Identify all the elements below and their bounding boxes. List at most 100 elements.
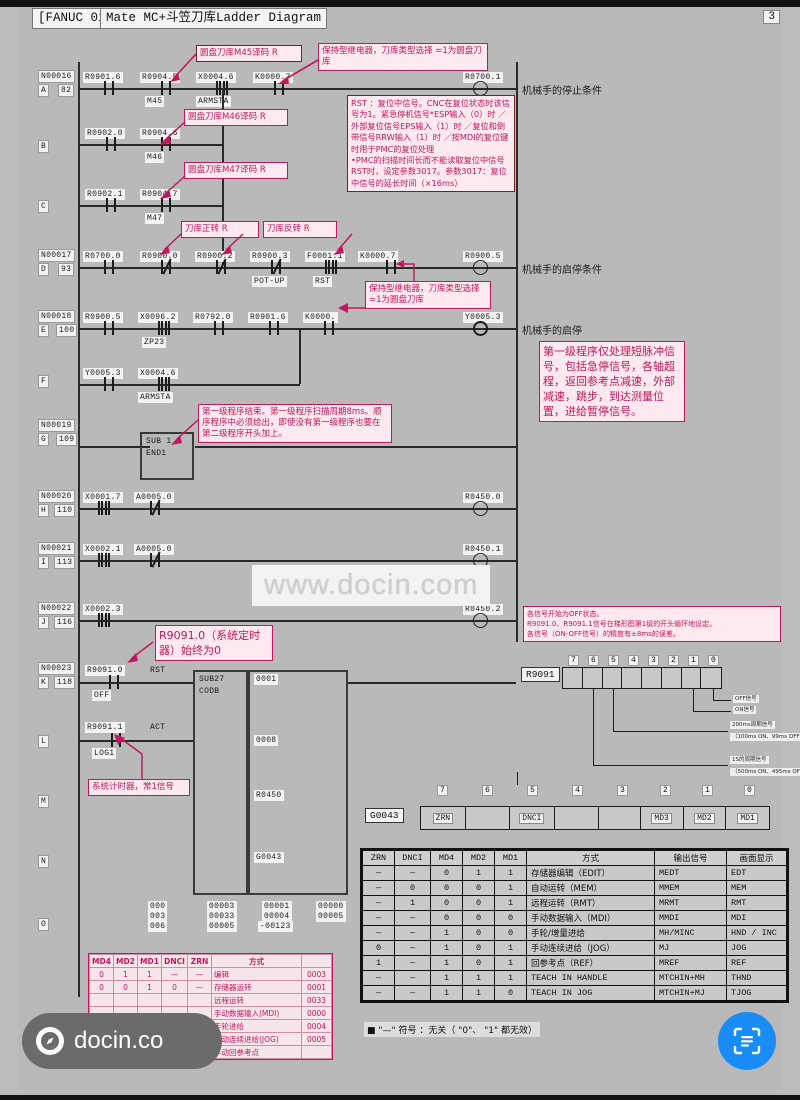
rung-d-wire <box>78 267 516 269</box>
contact-no <box>105 198 117 212</box>
cell-mode: 存储器运转 <box>211 980 302 994</box>
contact-sublabel: ARMSTA <box>138 392 173 403</box>
rung-step-label: 82 <box>58 84 75 97</box>
cell-md2: 0 <box>462 940 495 956</box>
g0043-bit-0: 0 <box>744 785 755 796</box>
g0043-bitname-md2: MD2 <box>694 812 715 824</box>
rung-letter-label: N <box>38 855 50 868</box>
r9091-leader-bit0-h <box>713 700 731 701</box>
cell-zrn: — <box>362 910 395 926</box>
r9091-bit-6: 6 <box>588 655 599 666</box>
scan-icon <box>733 1027 761 1055</box>
cell-output: MEDT <box>654 865 727 881</box>
contact-label: R9091.0 <box>85 665 125 676</box>
mode-th-md4: MD4 <box>430 850 463 866</box>
contact-label: A0005.0 <box>134 492 174 503</box>
contact-label: X0004.6 <box>138 368 178 379</box>
contact-sublabel: M46 <box>145 152 165 163</box>
rung-step-label: 116 <box>54 616 76 629</box>
cell-dnci: — <box>394 985 431 1001</box>
r9091-leader-bit0 <box>713 689 714 701</box>
cell-display: TJOG <box>726 985 787 1001</box>
rung-step-label: 93 <box>58 263 75 276</box>
cell-md2: 0 <box>462 910 495 926</box>
page-number: 3 <box>763 10 780 24</box>
cell-md1: 0 <box>494 985 527 1001</box>
cell-zrn: — <box>362 970 395 986</box>
g0043-bit-1: 1 <box>702 785 713 796</box>
cell-zrn: — <box>187 980 212 994</box>
rung-net-label: N00018 <box>38 310 75 323</box>
contact-sublabel: RST <box>313 276 333 287</box>
cell-mode: 存储器编辑（EDIT） <box>526 865 655 881</box>
contact-sublabel: POT-UP <box>252 276 287 287</box>
cell-mode: 手动数据输入（MDI） <box>526 910 655 926</box>
cell-md1: 0 <box>494 910 527 926</box>
g0043-bit-4: 4 <box>572 785 583 796</box>
cell-code: 0003 <box>301 967 332 981</box>
cell-zrn: — <box>362 880 395 896</box>
rung-l-wire <box>78 740 193 742</box>
cell-zrn <box>187 993 212 1007</box>
function-block-name: END1 <box>146 449 167 458</box>
contact-no <box>268 321 280 335</box>
cell-dnci: — <box>161 967 188 981</box>
rung-a-wire <box>78 88 516 90</box>
contact-label: X0001.7 <box>83 492 123 503</box>
cell-md4: 0 <box>89 980 114 994</box>
cell-md4: 0 <box>430 910 463 926</box>
cell-md2: 1 <box>113 967 138 981</box>
contact-label: R0900.5 <box>83 312 123 323</box>
r9091-leader-bit6-h <box>593 765 728 766</box>
contact-nc <box>270 260 282 274</box>
annotation-m45: 圆盘刀库M45译码 R <box>196 45 302 62</box>
contact-no-double <box>158 377 170 391</box>
cell-md1: 1 <box>494 895 527 911</box>
cell-display: THND <box>726 970 787 986</box>
cell-display: JOG <box>726 940 787 956</box>
rung-step-label: 118 <box>54 676 76 689</box>
contact-nc <box>215 260 227 274</box>
footer-number: 000 <box>148 901 168 912</box>
r9091-leader-bit1-h <box>693 711 731 712</box>
branch-vertical <box>299 328 301 384</box>
rung-g-wire <box>78 446 150 448</box>
r9091-leader-bit1 <box>693 689 694 712</box>
footer-number: 00001 <box>262 901 292 912</box>
cell-mode: 自动运转（MEM） <box>526 880 655 896</box>
cell-md4 <box>89 993 114 1007</box>
cell-display: EDT <box>726 865 787 881</box>
contact-label: R0700.0 <box>83 251 123 262</box>
scan-button[interactable] <box>718 1012 776 1070</box>
annotation-r9091-0: R9091.0（系统定时器）始终为0 <box>155 625 273 661</box>
cell-mode: 手轮进给 <box>211 1019 302 1033</box>
cell-dnci: — <box>394 925 431 941</box>
cell-dnci: — <box>394 955 431 971</box>
mode-th-md2: MD2 <box>462 850 495 866</box>
cell-dnci: — <box>394 865 431 881</box>
r9091-bit-4: 4 <box>628 655 639 666</box>
contact-label: R0900.3 <box>250 251 290 262</box>
cell-output: MMEM <box>654 880 727 896</box>
r9091-bit-3: 3 <box>648 655 659 666</box>
contact-sublabel: M47 <box>145 213 165 224</box>
cell-dnci: — <box>394 970 431 986</box>
cell-output: MTCHIN+MH <box>654 970 727 986</box>
cell-display: RMT <box>726 895 787 911</box>
function-block-instruction: SUB 1 <box>146 437 172 446</box>
docin-app-pill[interactable]: docin.co <box>22 1013 222 1069</box>
cell-zrn: 0 <box>362 940 395 956</box>
rung-comment: 机械手的停止条件 <box>522 86 602 97</box>
cell-dnci: 0 <box>394 880 431 896</box>
cell-md4: 0 <box>89 967 114 981</box>
contact-label: R0904.5 <box>140 72 180 83</box>
contact-label: K0000.7 <box>253 72 293 83</box>
annotation-end1: 第一级程序结束。第一级程序扫描周期8ms。顺序程序中必须给出，即使没有第一级程序… <box>198 404 392 443</box>
rung-letter-label: L <box>38 735 50 748</box>
cell-output: MH/MINC <box>654 925 727 941</box>
cell-zrn: — <box>187 967 212 981</box>
pink-th-md2: MD2 <box>113 954 138 968</box>
